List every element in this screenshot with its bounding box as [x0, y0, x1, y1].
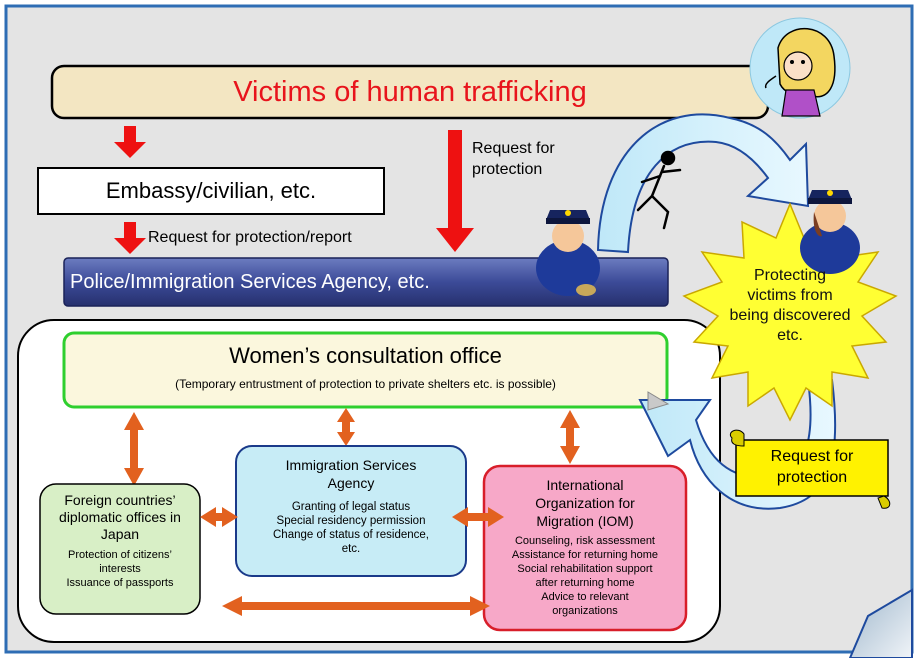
orange-arrow-foreign-immigration: [200, 507, 238, 527]
foreign-title: Foreign countries’ diplomatic offices in…: [59, 492, 181, 542]
iom-box: [482, 464, 688, 632]
scroll-shape: [730, 429, 891, 509]
request-report-label: Request for protection/report: [148, 229, 352, 246]
police-label: Police/Immigration Services Agency, etc.: [70, 271, 430, 293]
orange-arrow-iom: [560, 410, 580, 464]
orange-arrow-foreign: [124, 412, 144, 486]
starburst-label: Protecting victims from being discovered…: [729, 267, 851, 344]
embassy-box: [37, 167, 385, 215]
womens-office-box: [62, 331, 669, 409]
scroll-label: Request for protection: [770, 448, 854, 486]
small-curl: [647, 391, 670, 411]
orange-arrow-foreign-iom: [222, 596, 490, 616]
embassy-label: Embassy/civilian, etc.: [105, 178, 317, 203]
immigration-items: Granting of legal status Special residen…: [273, 501, 429, 555]
page-curl: [848, 588, 913, 658]
victims-title: Victims of human trafficking: [233, 76, 587, 108]
foreign-box: [39, 483, 201, 615]
orange-arrow-immigration: [337, 408, 355, 446]
iom-title: International Organization for Migration…: [535, 477, 635, 529]
iom-items: Counseling, risk assessment Assistance f…: [511, 535, 659, 617]
red-arrow-victims-police: [436, 130, 474, 252]
immigration-title: Immigration Services Agency: [285, 457, 417, 491]
police-bar: [63, 257, 669, 307]
foreign-items: Protection of citizens’ interests Issuan…: [66, 549, 174, 589]
womens-office-subtitle: (Temporary entrustment of protection to …: [175, 377, 556, 391]
orange-arrow-immigration-iom: [452, 507, 504, 527]
police-officer-right-icon: [800, 190, 860, 274]
police-officer-left-icon: [536, 210, 600, 296]
womens-office-title: Women’s consultation office: [229, 343, 502, 368]
victim-woman-icon: [749, 17, 851, 119]
red-arrow-embassy-police: [114, 222, 146, 254]
red-arrow-victims-embassy: [114, 126, 146, 158]
request-protection-top-label: Request for protection: [472, 140, 555, 178]
running-person-icon: [636, 150, 682, 230]
